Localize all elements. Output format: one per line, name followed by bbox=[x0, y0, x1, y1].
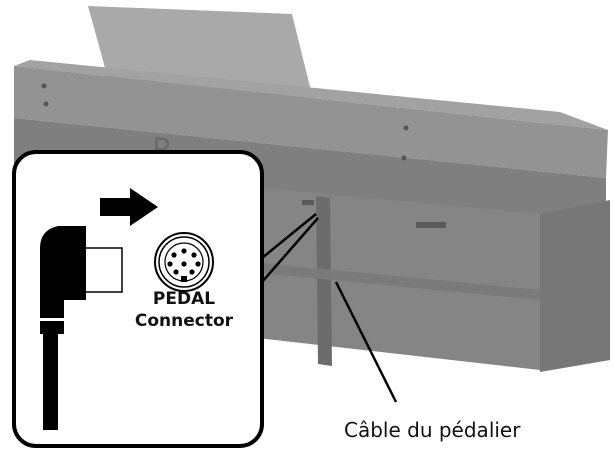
connector-label-line1: PEDAL bbox=[152, 289, 216, 309]
connector-label-line2: Connector bbox=[134, 311, 234, 331]
arrow-right-icon bbox=[100, 188, 158, 226]
inset-panel bbox=[12, 150, 264, 448]
pedal-cable-label: Câble du pédalier bbox=[344, 418, 521, 442]
din-socket-icon bbox=[154, 232, 214, 292]
organ-cabinet bbox=[240, 186, 610, 372]
cable-pointer-line bbox=[334, 281, 398, 403]
pedal-plug-icon bbox=[38, 226, 123, 430]
inset-leader-lines bbox=[261, 213, 319, 283]
organ-console: R bbox=[14, 60, 608, 232]
pedal-connector-label: PEDAL Connector bbox=[130, 288, 238, 332]
